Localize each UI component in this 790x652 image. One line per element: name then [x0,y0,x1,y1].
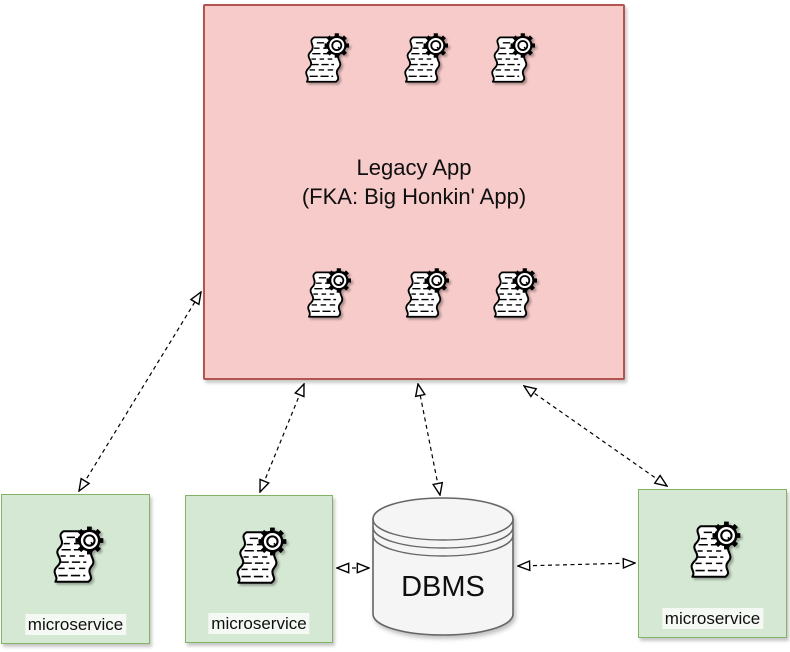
dbms-label: DBMS [401,571,485,603]
script-gear-icon [296,30,354,90]
microservice-node-right: microservice [638,489,787,638]
connector-legacy-to-microservice-left [79,292,201,491]
script-gear-icon [484,265,542,325]
script-gear-icon [226,524,292,592]
legacy-app-title: Legacy App [356,155,472,180]
legacy-app-label: Legacy App (FKA: Big Honkin' App) [205,153,623,211]
legacy-app-node: Legacy App (FKA: Big Honkin' App) [203,4,625,380]
microservice-label: microservice [661,608,764,629]
microservice-label: microservice [24,614,127,635]
microservice-label: microservice [208,613,310,634]
script-gear-icon [43,523,109,591]
legacy-app-subtitle: (FKA: Big Honkin' App) [301,184,527,209]
script-gear-icon [298,265,356,325]
microservice-node-middle: microservice [185,495,333,643]
script-gear-icon [680,518,746,586]
script-gear-icon [395,30,453,90]
script-gear-icon [482,30,540,90]
connector-legacy-to-microservice-middle [260,384,304,492]
microservice-node-left: microservice [1,494,150,644]
connector-legacy-to-dbms [418,384,440,495]
script-gear-icon [396,265,454,325]
database-cylinder [372,497,514,636]
dbms-node: DBMS [371,496,515,638]
connector-dbms-to-microservice-right [518,563,635,566]
connector-legacy-to-microservice-right [524,386,667,486]
